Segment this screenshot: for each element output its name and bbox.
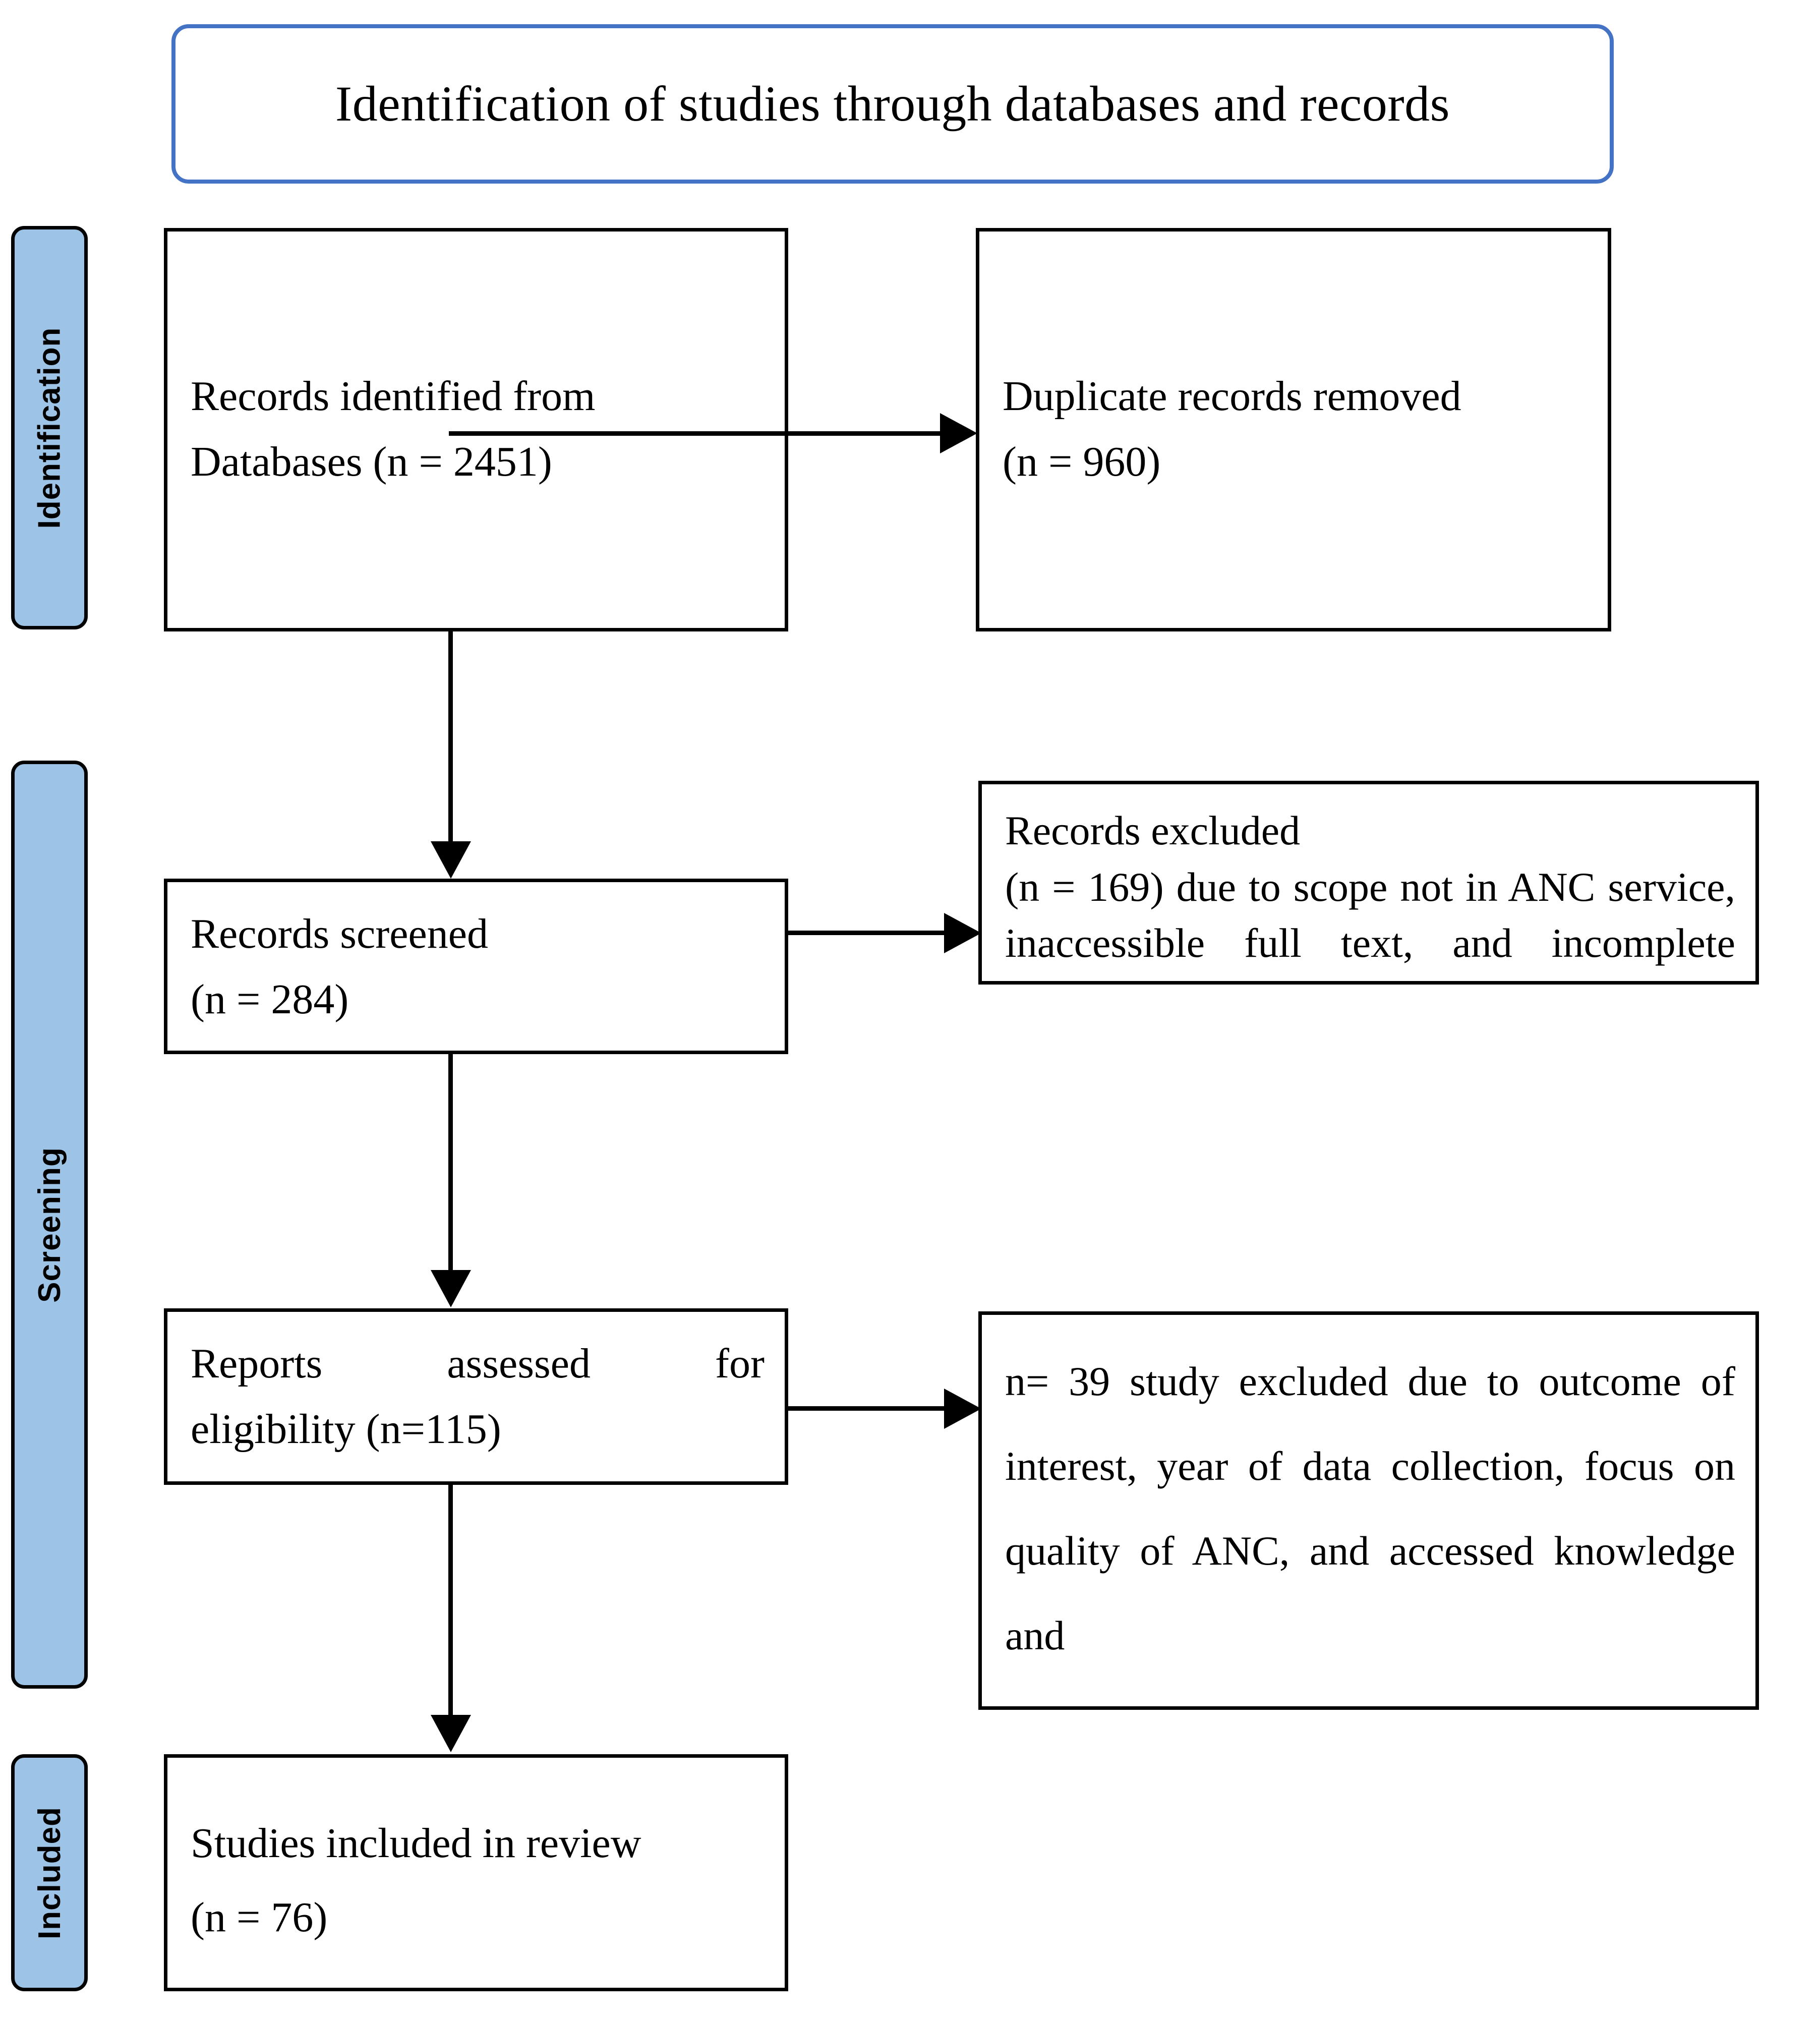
connector-eligibility-to-included [448, 1485, 453, 1717]
eligibility-line2: eligibility (n=115) [191, 1406, 501, 1453]
screened-line2: (n = 284) [191, 976, 349, 1023]
box-records-screened: Records screened (n = 284) [164, 879, 788, 1054]
diagram-title: Identification of studies through databa… [335, 76, 1450, 132]
eligibility-line1: Reports assessed for [191, 1340, 765, 1387]
records-excluded-line1: Records excluded [1005, 807, 1301, 853]
arrowhead-right-icon [944, 913, 981, 953]
arrowhead-down-icon [431, 1270, 471, 1307]
box-studies-excluded-text: n= 39 study excluded due to outcome of i… [1005, 1339, 1735, 1678]
box-studies-included-in-review: Studies included in review (n = 76) [164, 1754, 788, 1991]
box-records-identified-text: Records identified from Databases (n = 2… [191, 364, 765, 495]
records-identified-line1: Records identified from [191, 373, 596, 420]
stage-label-identification: Identification [32, 327, 67, 529]
connector-screened-to-excluded [788, 931, 950, 935]
box-eligibility-text: Reports assessed for eligibility (n=115) [191, 1331, 765, 1462]
stage-bar-identification: Identification [11, 226, 88, 629]
box-included-text: Studies included in review (n = 76) [191, 1806, 765, 1954]
stage-bar-included: Included [11, 1754, 88, 1991]
duplicates-line1: Duplicate records removed [1003, 373, 1461, 420]
included-line1: Studies included in review [191, 1820, 641, 1867]
box-records-identified: Records identified from Databases (n = 2… [164, 228, 788, 631]
records-identified-line2: Databases (n = 2451) [191, 438, 552, 486]
duplicates-line2: (n = 960) [1003, 438, 1161, 486]
arrowhead-right-icon [944, 1389, 981, 1429]
box-records-screened-text: Records screened (n = 284) [191, 901, 765, 1032]
records-excluded-line2: (n = 169) due to scope not in ANC servic… [1005, 863, 1735, 981]
stage-label-included: Included [32, 1806, 67, 1939]
arrowhead-right-icon [940, 413, 977, 453]
studies-excluded-line1: n= 39 study excluded due to outcome of i… [1005, 1358, 1735, 1659]
box-duplicate-records-removed: Duplicate records removed (n = 960) [976, 228, 1611, 631]
connector-identified-to-duplicates [449, 431, 944, 436]
box-records-excluded: Records excluded (n = 169) due to scope … [978, 781, 1759, 985]
arrowhead-down-icon [431, 1715, 471, 1752]
connector-screened-to-eligibility [448, 1054, 453, 1272]
included-line2: (n = 76) [191, 1894, 328, 1941]
box-studies-excluded: n= 39 study excluded due to outcome of i… [978, 1311, 1759, 1710]
diagram-header-box: Identification of studies through databa… [171, 24, 1614, 184]
box-records-excluded-text: Records excluded (n = 169) due to scope … [1005, 802, 1735, 981]
stage-label-screening: Screening [32, 1146, 67, 1303]
arrowhead-down-icon [431, 841, 471, 879]
box-duplicate-records-text: Duplicate records removed (n = 960) [1003, 364, 1588, 495]
screened-line1: Records screened [191, 910, 489, 957]
box-reports-assessed-eligibility: Reports assessed for eligibility (n=115) [164, 1308, 788, 1485]
stage-bar-screening: Screening [11, 761, 88, 1689]
connector-eligibility-to-studies-excluded [788, 1406, 950, 1411]
connector-identified-to-screened [448, 631, 453, 843]
